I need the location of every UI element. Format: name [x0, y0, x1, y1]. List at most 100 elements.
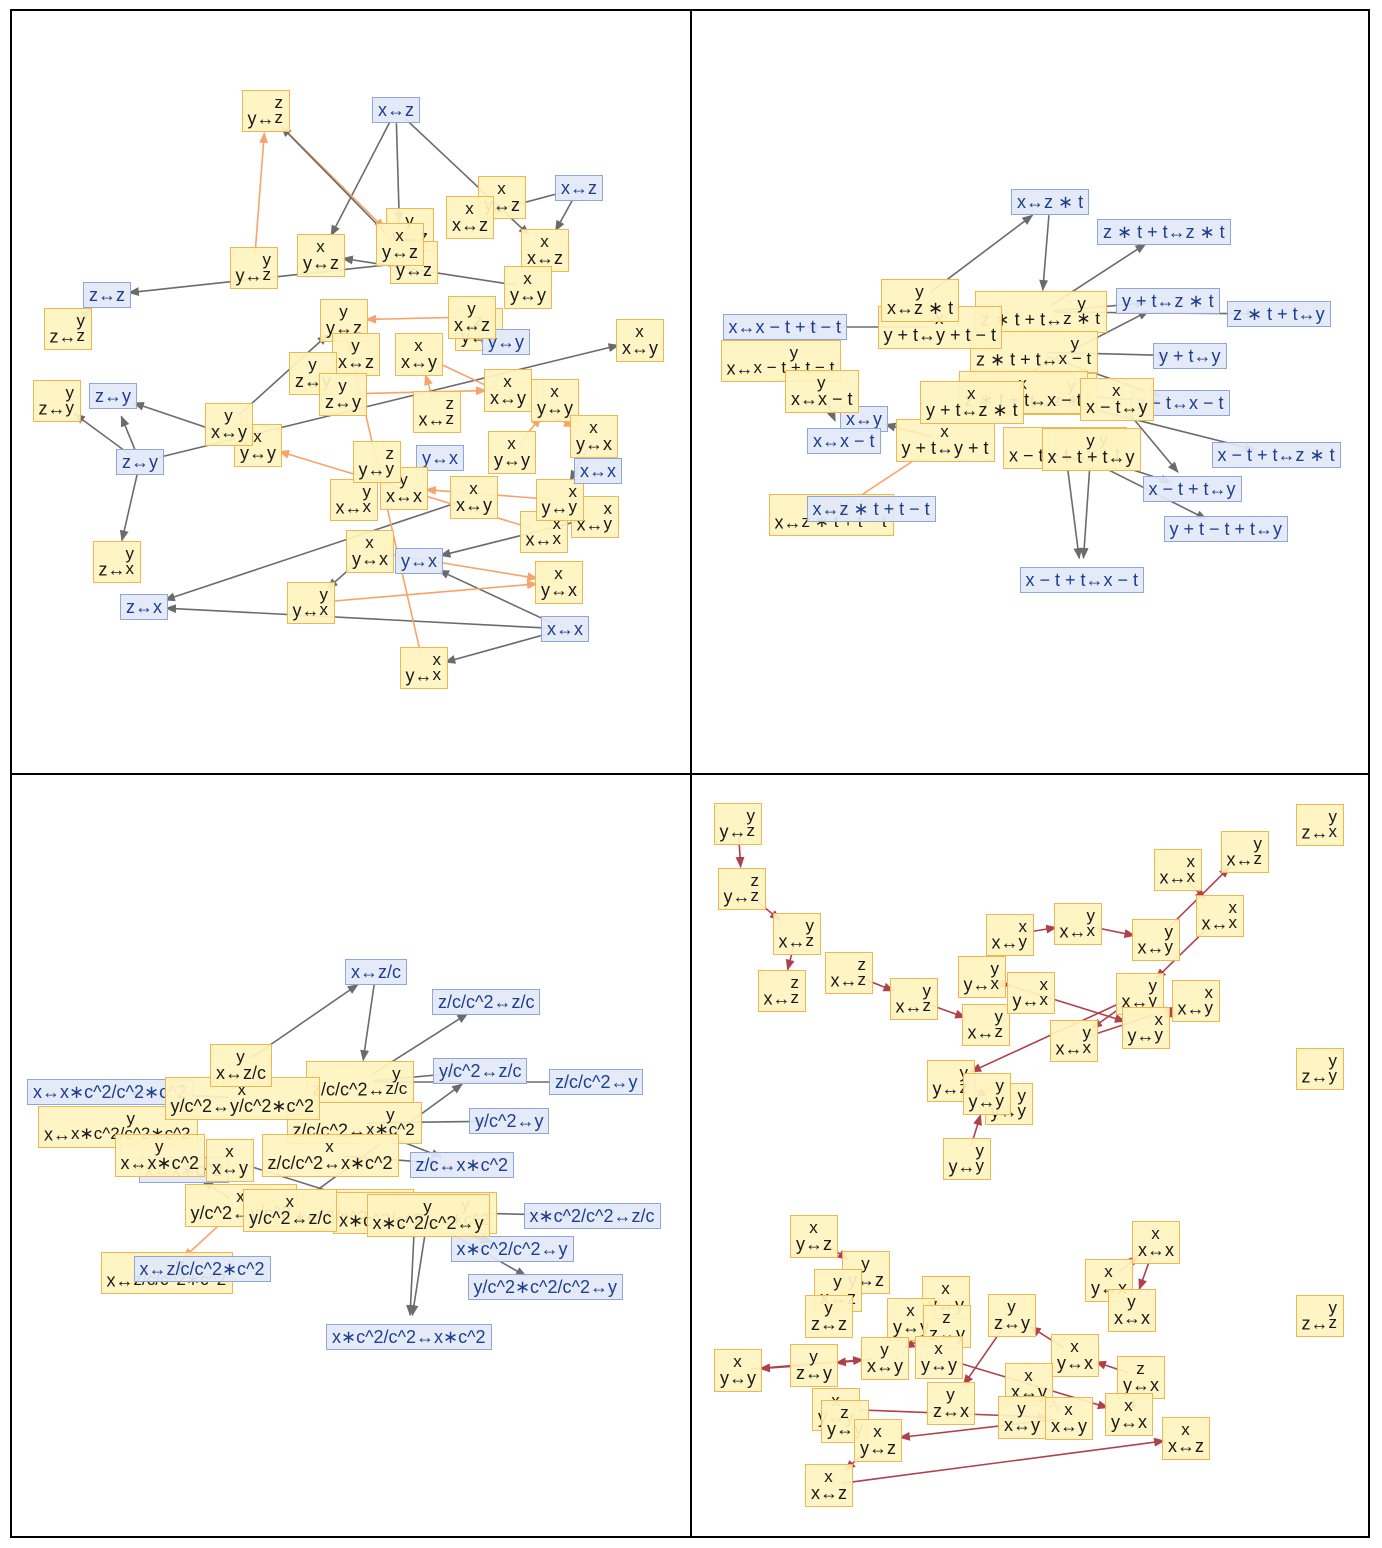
node-sub: x	[362, 497, 372, 516]
node-sup: x	[589, 417, 598, 437]
figure-grid	[10, 9, 1370, 1538]
node-label: z↔	[98, 559, 126, 580]
graph-node: x↔z	[555, 175, 603, 201]
graph-node: x↔z ∗ t + t − t	[806, 496, 936, 522]
node-label: x↔z	[452, 214, 488, 235]
node-sup: y	[319, 585, 329, 604]
node-sup: y	[1253, 834, 1263, 853]
node-label: y↔y	[720, 1367, 756, 1388]
graph-node: x↔x − t + t − t	[722, 314, 848, 340]
node-stack: x	[212, 1143, 248, 1160]
node-stack: x	[171, 1081, 314, 1098]
graph-edge	[394, 123, 404, 224]
graph-edge	[238, 334, 329, 416]
graph-edge	[164, 604, 552, 630]
node-label: x↔	[525, 529, 553, 550]
node-stack: x	[1168, 1419, 1204, 1439]
node-sub: z	[262, 265, 272, 284]
node-label: y/c^2∗c^2/c^2↔y	[473, 1277, 617, 1297]
node-sup: z	[790, 973, 800, 992]
node-sup: x	[365, 532, 374, 552]
node-label: z↔x	[126, 597, 162, 617]
node-sub: y	[1148, 991, 1158, 1010]
node-stack: x	[576, 417, 612, 437]
node-sub: z	[790, 988, 800, 1007]
node-label: y↔	[1012, 990, 1040, 1011]
node-sub: z	[994, 1022, 1004, 1041]
node-sup: x	[733, 1351, 742, 1371]
node-label: z ∗ t + t↔	[976, 349, 1059, 370]
node-label: y + t↔y	[1159, 346, 1221, 366]
node-sup: x	[550, 381, 559, 401]
node-sub: x	[1086, 921, 1096, 940]
node-label: z↔	[1301, 1066, 1329, 1087]
node-stack: x	[490, 371, 526, 391]
node-label: x↔z/c	[216, 1062, 267, 1083]
node-sub: z	[445, 409, 455, 428]
node-sup: y	[126, 1109, 136, 1128]
node-stack: x	[352, 532, 388, 552]
node-sub: y	[1017, 1101, 1027, 1120]
graph-node: x↔z ∗ t	[1011, 189, 1090, 215]
node-sub: z	[922, 996, 932, 1015]
node-sup: y	[861, 1253, 870, 1273]
node-sup: x	[809, 1217, 818, 1237]
node-label: y + t↔y + t − t	[883, 324, 997, 345]
node-sub: z/c	[385, 1079, 408, 1098]
node-sub: z	[1328, 1313, 1338, 1332]
graph-edge	[1039, 215, 1050, 292]
node-label: x↔z	[811, 1482, 847, 1503]
node-label: x↔	[1201, 913, 1229, 934]
node-label: x↔z/c	[351, 962, 402, 982]
graph-node: x↔y	[840, 406, 888, 432]
node-label: x↔y	[490, 387, 526, 408]
node-stack: x	[382, 227, 418, 244]
node-stack: x	[928, 1280, 964, 1297]
node-stack: y	[1004, 1400, 1040, 1417]
node-label: x↔y	[456, 494, 492, 515]
node-sup: x	[503, 371, 512, 391]
node-sub: x	[552, 529, 562, 548]
node-label: x↔	[778, 931, 806, 952]
node-sup: x	[967, 383, 976, 403]
node-stack: x	[622, 323, 658, 340]
node-stack: y	[392, 212, 428, 229]
node-sup: x	[523, 268, 532, 288]
node-sup: y	[386, 1105, 395, 1124]
graph-node: x↔x	[541, 616, 589, 642]
node-sup: y	[125, 544, 135, 563]
node-sup: x	[1104, 1261, 1113, 1281]
node-sup: y	[224, 405, 233, 425]
node-sup: x	[1181, 1419, 1190, 1439]
node-sup: y	[809, 1346, 818, 1366]
node-sup: x	[1024, 1365, 1033, 1385]
node-stack: y	[811, 1299, 847, 1316]
node-label: x↔z	[454, 314, 490, 335]
node-label: x↔y	[867, 1355, 903, 1376]
